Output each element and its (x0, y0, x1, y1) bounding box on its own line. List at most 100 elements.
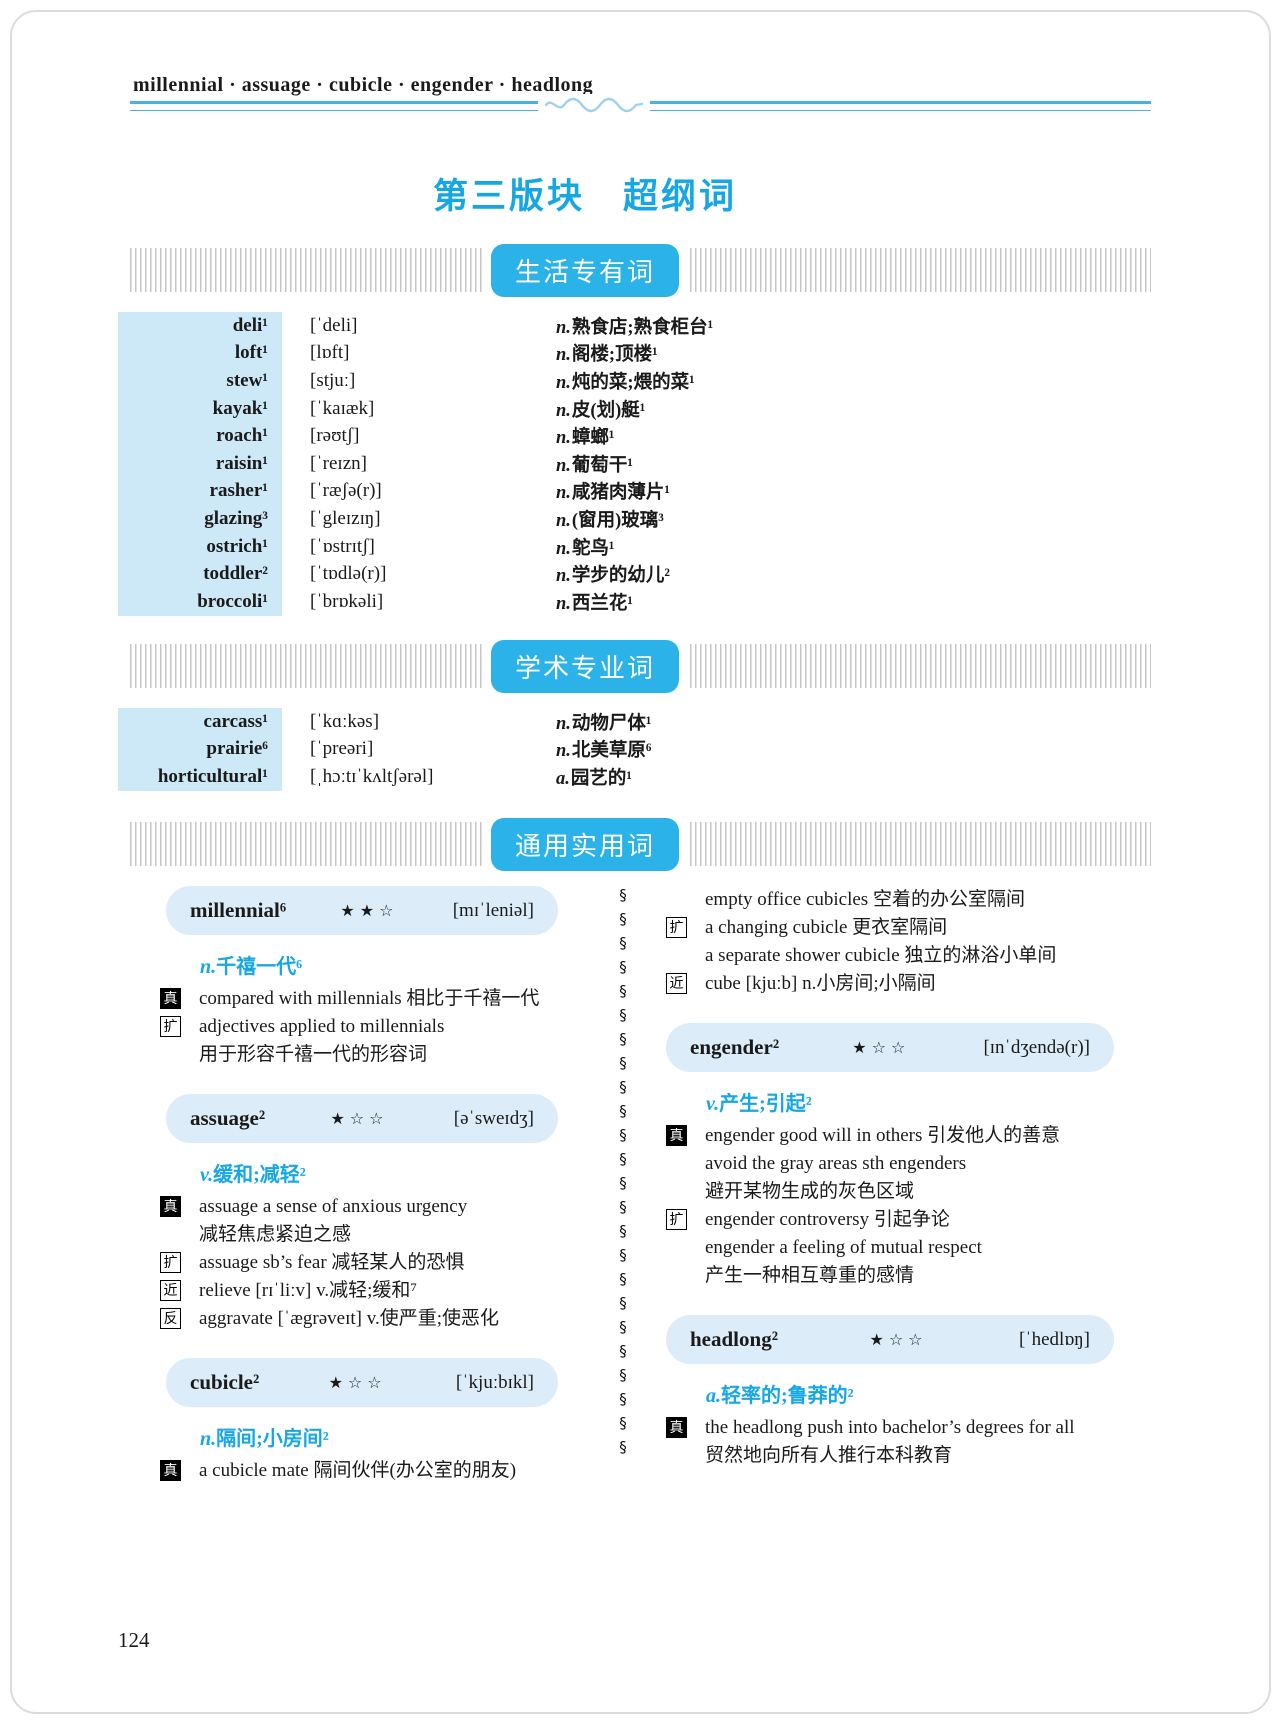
phonetic-cell: [ˌhɔːtɪˈkʌltʃərəl] (310, 765, 434, 787)
rule-squiggle-ornament (538, 94, 650, 116)
entry-phonetic: [ˈhedlɒŋ] (1018, 1328, 1090, 1350)
table-row: broccoli¹[ˈbrɒkəli]n.西兰花¹ (118, 587, 1148, 616)
phonetic-cell: [stjuː] (310, 369, 356, 391)
word-cell: stew¹ (118, 367, 282, 395)
example-line: 贸然地向所有人推行本科教育 (705, 1445, 953, 1466)
tag-real-exam-icon: 真 (160, 1460, 181, 1481)
entry-headword-box-headlong: headlong² ★☆☆ [ˈhedlɒŋ] (666, 1315, 1114, 1364)
word-cell: prairie⁶ (118, 735, 282, 764)
word-cell: deli¹ (118, 312, 282, 340)
phonetic-cell: [ˈpreəri] (310, 738, 374, 760)
difficulty-stars: ★★☆ (340, 901, 399, 920)
phonetic-cell: [ˈɒstrɪtʃ] (310, 535, 375, 557)
phonetic-cell: [ˈtɒdlə(r)] (310, 563, 387, 585)
tag-antonym-icon: 反 (160, 1308, 181, 1329)
example-line: a separate shower cubicle 独立的淋浴小单间 (705, 945, 1057, 966)
example-line: empty office cubicles 空着的办公室隔间 (705, 889, 1025, 910)
entry-word: headlong² (690, 1327, 778, 1351)
meaning-cell: n.葡萄干¹ (556, 455, 633, 476)
page-title: 第三版块 超纲词 (432, 177, 738, 216)
meaning-cell: n.阁楼;顶楼¹ (556, 345, 658, 366)
word-cell: loft¹ (118, 339, 282, 368)
header-rule (130, 94, 1151, 116)
section-badge-academic: 学术专业词 (490, 640, 680, 693)
word-cell: carcass¹ (118, 708, 282, 736)
page-number: 124 (118, 1628, 150, 1652)
meaning-cell: n.(窗用)玻璃³ (556, 510, 664, 531)
word-cell: broccoli¹ (118, 587, 282, 616)
meaning-cell: n.蟑螂¹ (556, 428, 615, 449)
entry-phonetic: [ɪnˈdʒendə(r)] (983, 1036, 1090, 1058)
entry-headword-box-millennial: millennial⁶ ★★☆ [mɪˈleniəl] (166, 886, 558, 935)
entry-phonetic: [mɪˈleniəl] (452, 899, 534, 921)
entry-pos-meaning: v.缓和;减轻² (200, 1164, 306, 1186)
table-row: raisin¹[ˈreɪzn]n.葡萄干¹ (118, 449, 1148, 478)
page-border-frame (10, 10, 1271, 1714)
tag-real-exam-icon: 真 (160, 988, 181, 1009)
entry-phonetic: [ˈkjuːbɪkl] (455, 1371, 534, 1393)
section-badge-life: 生活专有词 (490, 244, 680, 297)
table-row: horticultural¹[ˌhɔːtɪˈkʌltʃərəl]a.园艺的¹ (118, 763, 1148, 791)
meaning-cell: n.学步的幼儿² (556, 566, 670, 587)
table-row: toddler² [ˈtɒdlə(r)] n.学步的幼儿² (118, 560, 1148, 588)
word-cell: ostrich¹ (118, 532, 282, 561)
example-line: 减轻焦虑紧迫之感 (199, 1224, 352, 1245)
table-row: ostrich¹[ˈɒstrɪtʃ]n.鸵鸟¹ (118, 532, 1148, 561)
tag-real-exam-icon: 真 (666, 1417, 687, 1438)
difficulty-stars: ★☆☆ (852, 1038, 911, 1057)
difficulty-stars: ★☆☆ (330, 1109, 389, 1128)
tag-real-exam-icon: 真 (666, 1125, 687, 1146)
phonetic-cell: [lɒft] (310, 342, 350, 364)
table-row: roach¹[rəʊtʃ]n.蟑螂¹ (118, 422, 1148, 450)
difficulty-stars: ★☆☆ (328, 1373, 387, 1392)
example-line: 用于形容千禧一代的形容词 (199, 1044, 428, 1065)
section-band-life: 生活专有词 (130, 244, 1151, 297)
word-cell: horticultural¹ (118, 763, 282, 791)
tag-real-exam-icon: 真 (160, 1196, 181, 1217)
table-row: rasher¹[ˈræʃə(r)]n.咸猪肉薄片¹ (118, 477, 1148, 506)
meaning-cell: n.熟食店;熟食柜台¹ (556, 317, 714, 338)
phonetic-cell: [ˈræʃə(r)] (310, 480, 382, 502)
tag-extension-icon: 扩 (666, 1209, 687, 1230)
life-words-table: deli¹ [ˈdeli] n.熟食店;熟食柜台¹ loft¹ [lɒft] n.阁楼;… (118, 312, 1148, 616)
entry-headword-box-engender: engender² ★☆☆ [ɪnˈdʒendə(r)] (666, 1023, 1114, 1072)
section-badge-general: 通用实用词 (490, 818, 680, 871)
academic-words-table: carcass¹[ˈkɑːkəs]n.动物尸体¹ prairie⁶ [ˈpreər… (118, 708, 1148, 791)
entry-pos-meaning: n.隔间;小房间² (200, 1428, 329, 1450)
phonetic-cell: [ˈreɪzn] (310, 452, 367, 474)
meaning-cell: n.西兰花¹ (556, 593, 633, 614)
phonetic-cell: [ˈkaɪæk] (310, 397, 375, 419)
table-row: stew¹[stjuː]n.炖的菜;煨的菜¹ (118, 367, 1148, 395)
table-row: deli¹ [ˈdeli] n.熟食店;熟食柜台¹ (118, 312, 1148, 340)
divider-squiggle-ornament: §§§§§§§§§§§§§§§§§§§§§§§§§§ (614, 886, 632, 1464)
column-divider: §§§§§§§§§§§§§§§§§§§§§§§§§§ (592, 886, 654, 1485)
tag-extension-icon: 扩 (666, 917, 687, 938)
squiggle-icon (544, 97, 644, 113)
tag-synonym-icon: 近 (160, 1280, 181, 1301)
entry-pos-meaning: n.千禧一代⁶ (200, 956, 303, 978)
word-cell: rasher¹ (118, 477, 282, 506)
meaning-cell: n.动物尸体¹ (556, 713, 652, 734)
table-row: glazing³[ˈgleɪzɪŋ]n.(窗用)玻璃³ (118, 505, 1148, 533)
entry-word: millennial⁶ (190, 898, 287, 922)
word-cell: kayak¹ (118, 394, 282, 423)
table-row: carcass¹[ˈkɑːkəs]n.动物尸体¹ (118, 708, 1148, 736)
section-band-academic: 学术专业词 (130, 640, 1151, 693)
word-cell: toddler² (118, 560, 282, 588)
phonetic-cell: [ˈdeli] (310, 314, 358, 336)
entry-headword-box-cubicle: cubicle² ★☆☆ [ˈkjuːbɪkl] (166, 1358, 558, 1407)
word-cell: roach¹ (118, 422, 282, 450)
difficulty-stars: ★☆☆ (869, 1330, 928, 1349)
section-band-general: 通用实用词 (130, 818, 1151, 871)
table-row: kayak¹[ˈkaɪæk]n.皮(划)艇¹ (118, 394, 1148, 423)
entry-pos-meaning: a.轻率的;鲁莽的² (706, 1385, 854, 1407)
example-line: avoid the gray areas sth engenders (705, 1153, 967, 1174)
tag-extension-icon: 扩 (160, 1252, 181, 1273)
